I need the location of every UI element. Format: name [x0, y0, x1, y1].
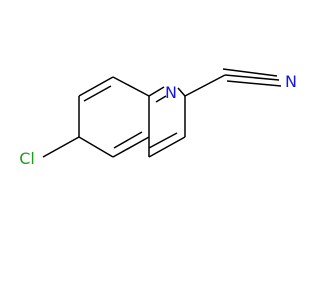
bond-c6-c5 — [78, 136, 114, 158]
bond-c3-c4 — [148, 136, 186, 158]
bond-c8a-c8 — [112, 76, 150, 97]
nitrile-nitrogen-label: N — [285, 72, 297, 91]
bond-c8-c7-inner — [83, 85, 112, 102]
bond-c6-cl — [42, 136, 80, 158]
bond-n1-c2 — [177, 87, 186, 97]
ring-nitrogen-label: N — [165, 83, 177, 102]
bond-c8a-n1 — [148, 86, 165, 97]
nitrile-triple-bond-3 — [226, 80, 282, 87]
bond-c8-c7 — [78, 76, 114, 97]
bond-c8a-n1-inner — [155, 95, 167, 103]
chlorine-label: Cl — [19, 149, 35, 168]
nitrile-triple-bond-2 — [222, 68, 278, 77]
nitrile-triple-bond-1 — [224, 74, 280, 81]
nitrile-bond-center — [184, 74, 226, 97]
bond-c5-c4a-inner — [113, 131, 143, 149]
bond-c5-c4a — [112, 136, 150, 158]
bond-c3-c4-inner — [148, 132, 178, 149]
molecule-structure-canvas: N N Cl — [19, 68, 297, 168]
